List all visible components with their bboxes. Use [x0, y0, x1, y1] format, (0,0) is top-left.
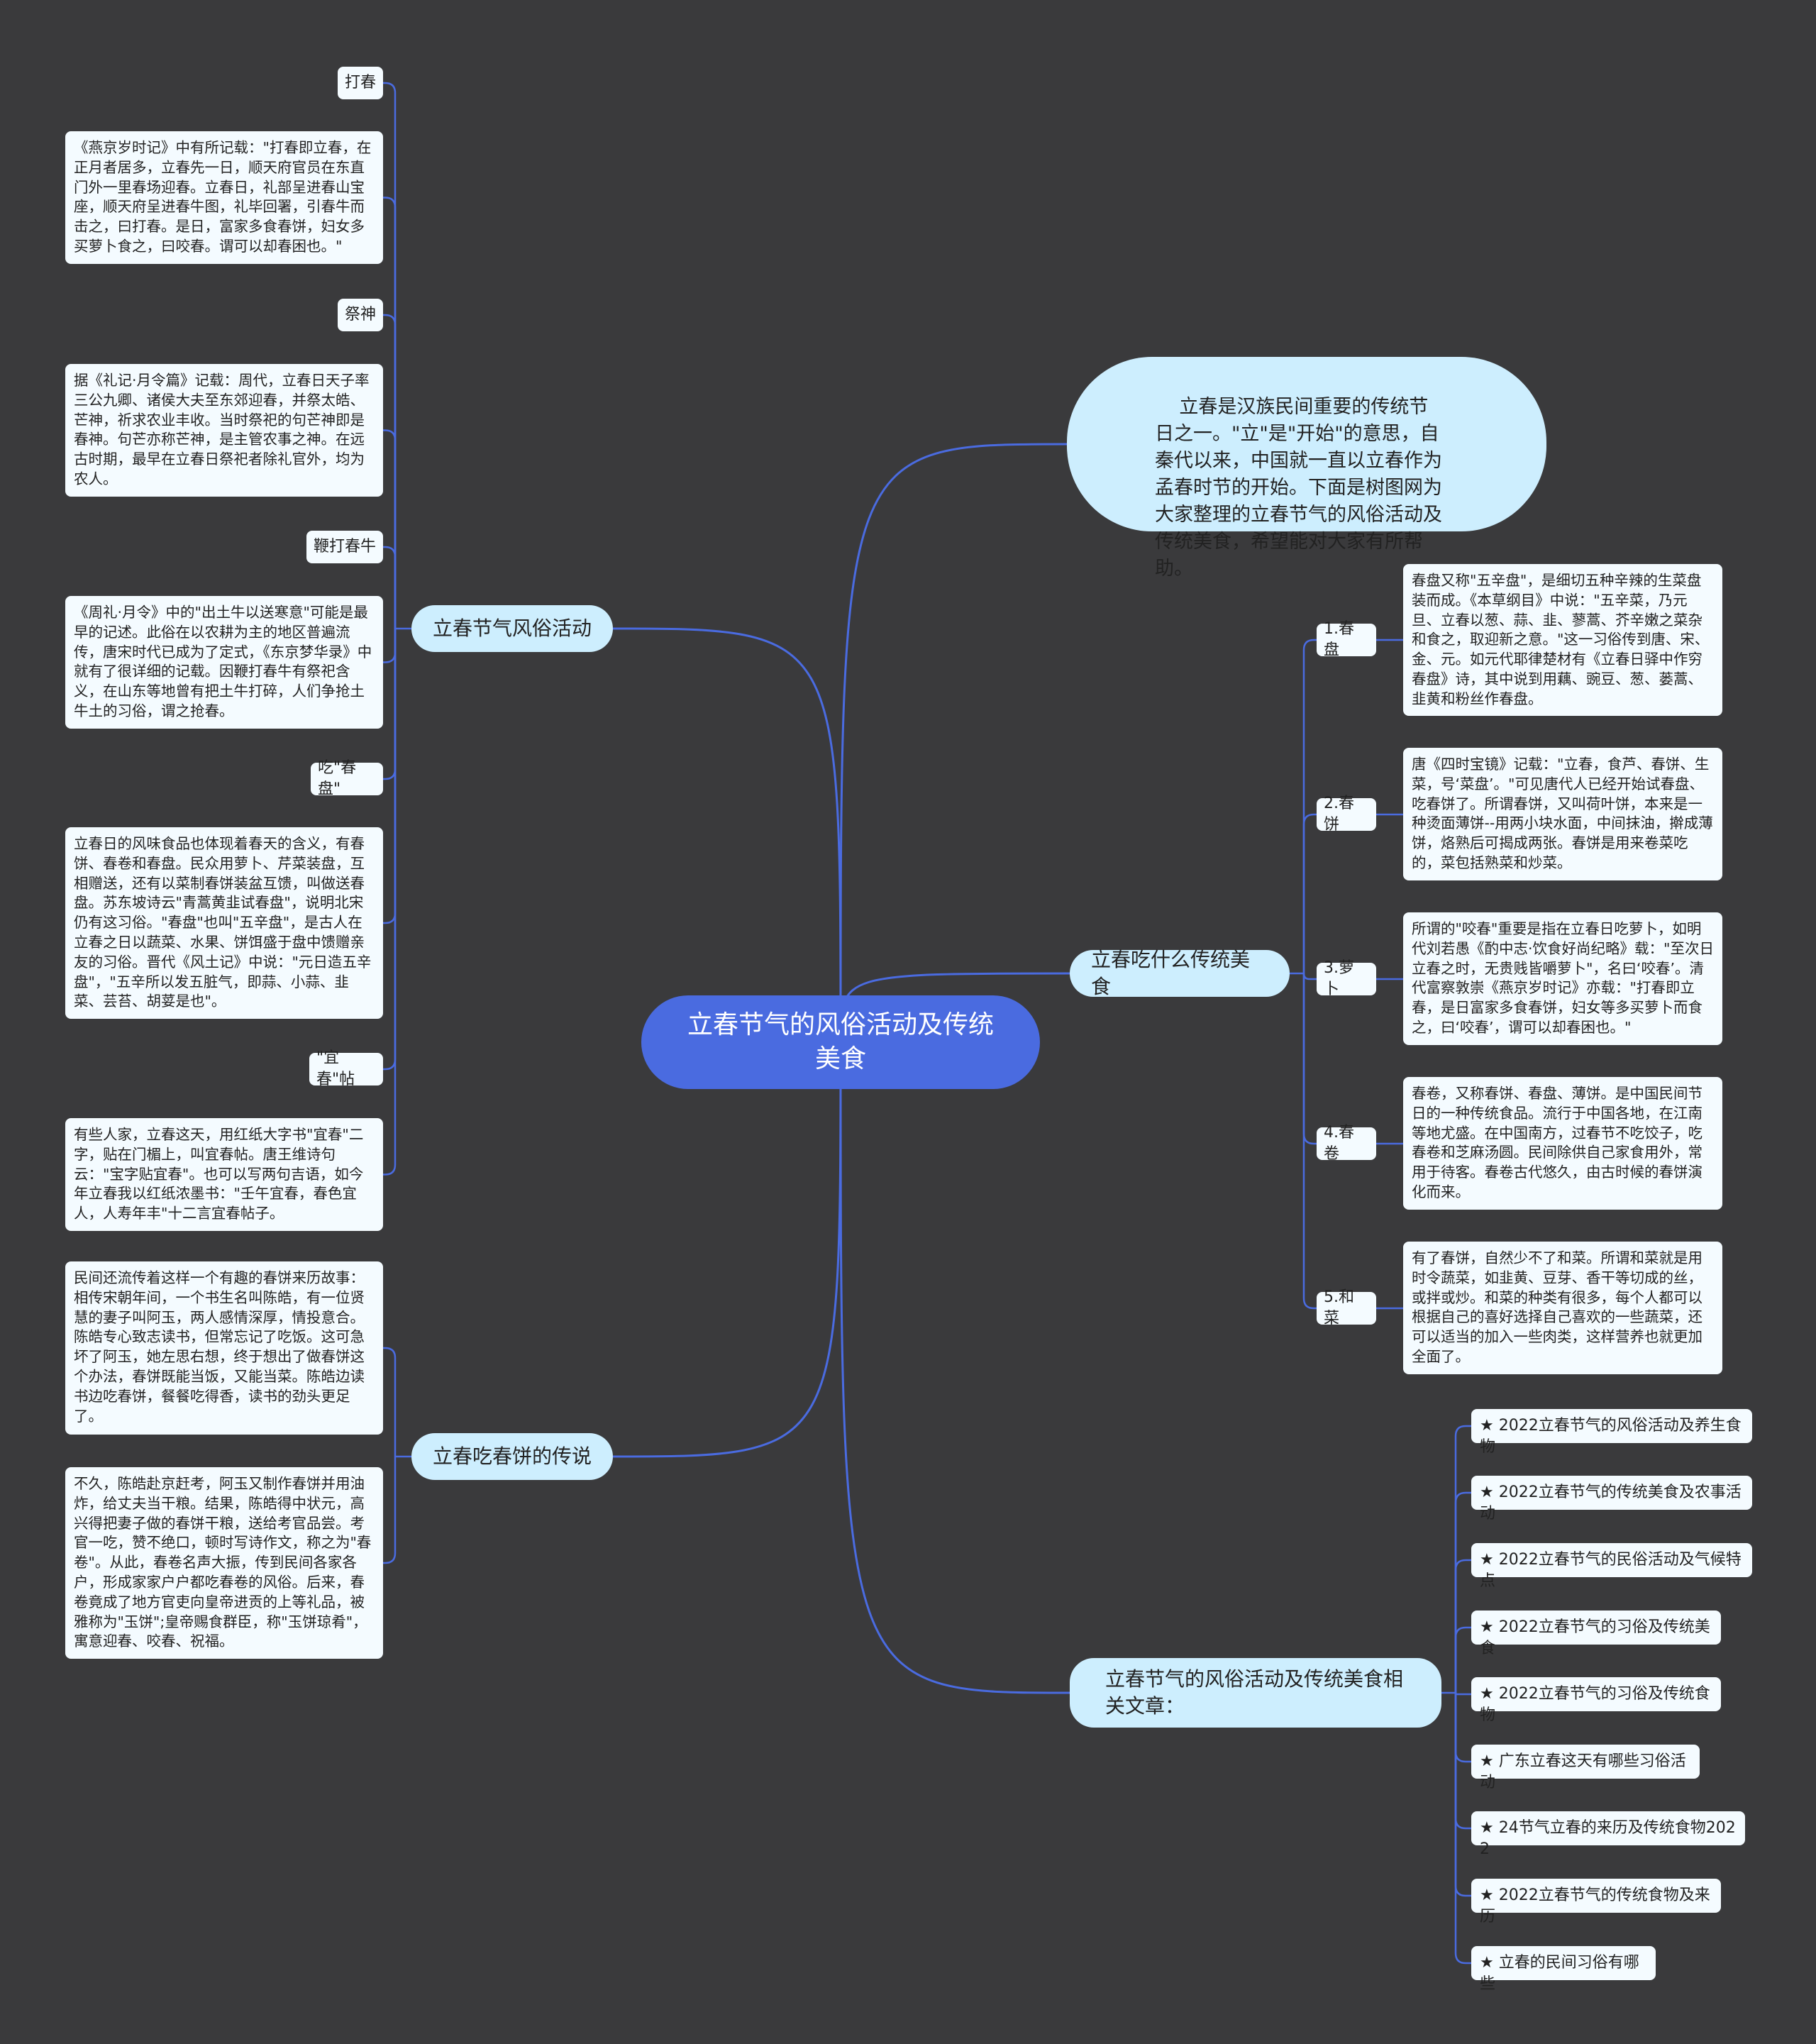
related-link[interactable]: ★ 广东立春这天有哪些习俗活动 [1471, 1745, 1700, 1791]
connector [1302, 973, 1317, 1310]
custom-label-chun-pan[interactable]: 吃"春盘" [311, 759, 383, 798]
food-text-chun-pan: 春盘又称"五辛盘"，是细切五种辛辣的生菜盘装而成。《本草纲目》中说："五辛菜，乃… [1403, 564, 1722, 716]
legend-paragraph-1: 民间还流传着这样一个有趣的春饼来历故事：相传宋朝年间，一个书生名叫陈皓，有一位贤… [65, 1261, 383, 1435]
connector [1454, 1693, 1471, 1763]
branch-legend[interactable]: 立春吃春饼的传说 [411, 1433, 613, 1480]
custom-label-da-chun[interactable]: 打春 [338, 67, 383, 99]
related-link[interactable]: ★ 2022立春节气的习俗及传统食物 [1471, 1677, 1721, 1724]
branch-customs-title: 立春节气风俗活动 [433, 617, 592, 640]
connector [1302, 639, 1317, 973]
connector [1454, 1626, 1471, 1693]
connector [612, 627, 842, 1043]
connector [383, 629, 397, 780]
custom-text-yi-chun-tie: 有些人家，立春这天，用红纸大字书"宜春"二字，贴在门楣上，叫宜春帖。唐王维诗句云… [65, 1118, 383, 1231]
intro-node[interactable]: 立春是汉族民间重要的传统节日之一。"立"是"开始"的意思，自秦代以来，中国就一直… [1067, 357, 1546, 580]
connector [1454, 1693, 1471, 1830]
related-link[interactable]: ★ 2022立春节气的民俗活动及气候特点 [1471, 1543, 1752, 1590]
related-link[interactable]: ★ 2022立春节气的传统美食及农事活动 [1471, 1476, 1752, 1523]
connector [383, 197, 397, 629]
connector [383, 314, 397, 629]
connector [383, 546, 397, 629]
custom-label-yi-chun-tie[interactable]: "宜春"帖 [309, 1049, 383, 1088]
food-label-luo-bo[interactable]: 3.萝卜 [1317, 959, 1376, 998]
legend-paragraph-2: 不久，陈皓赴京赶考，阿玉又制作春饼并用油炸，给丈夫当干粮。结果，陈皓得中状元，高… [65, 1467, 383, 1659]
food-label-he-cai[interactable]: 5.和菜 [1317, 1288, 1376, 1327]
connector [383, 1347, 397, 1457]
root-topic-text: 立春节气的风俗活动及传统美食 [687, 1010, 994, 1073]
connector [839, 443, 1068, 1043]
connector [612, 1042, 842, 1458]
connector [1454, 1693, 1471, 1965]
related-link[interactable]: ★ 24节气立春的来历及传统食物2022 [1471, 1811, 1745, 1858]
connector [839, 1042, 1070, 1694]
food-text-chun-juan: 春卷，又称春饼、春盘、薄饼。是中国民间节日的一种传统食品。流行于中国各地，在江南… [1403, 1077, 1722, 1210]
custom-label-ji-shen[interactable]: 祭神 [338, 299, 383, 331]
connector [1454, 1491, 1471, 1693]
branch-foods-title: 立春吃什么传统美食 [1091, 948, 1251, 998]
food-text-chun-bing: 唐《四时宝镜》记载："立春，食芦、春饼、生菜，号‘菜盘’。"可见唐代人已经开始试… [1403, 748, 1722, 880]
connector [383, 629, 397, 1176]
connector [383, 82, 397, 629]
branch-related-title: 立春节气的风俗活动及传统美食相关文章： [1105, 1667, 1404, 1718]
related-link[interactable]: ★ 立春的民间习俗有哪些 [1471, 1946, 1656, 1993]
connector [1454, 1559, 1471, 1693]
connector [1454, 1693, 1471, 1897]
connector [1454, 1692, 1471, 1696]
food-label-chun-juan[interactable]: 4.春卷 [1317, 1124, 1376, 1163]
related-link[interactable]: ★ 2022立春节气的习俗及传统美食 [1471, 1611, 1721, 1657]
food-text-he-cai: 有了春饼，自然少不了和菜。所谓和菜就是用时令蔬菜，如韭黄、豆芽、香干等切成的丝，… [1403, 1242, 1722, 1374]
custom-text-chun-pan: 立春日的风味食品也体现着春天的含义，有春饼、春卷和春盘。民众用萝卜、芹菜装盘，互… [65, 827, 383, 1019]
food-label-chun-pan[interactable]: 1.春盘 [1317, 620, 1376, 659]
root-topic[interactable]: 立春节气的风俗活动及传统美食 [641, 995, 1040, 1089]
food-text-luo-bo: 所谓的"咬春"重要是指在立春日吃萝卜，如明代刘若愚《酌中志·饮食好尚纪略》载："… [1403, 912, 1722, 1045]
connector [383, 629, 397, 1071]
connector [1302, 813, 1317, 973]
branch-foods[interactable]: 立春吃什么传统美食 [1070, 948, 1290, 998]
custom-label-bian-da-chun-niu[interactable]: 鞭打春牛 [306, 531, 383, 563]
food-label-chun-bing[interactable]: 2.春饼 [1317, 795, 1376, 834]
branch-legend-title: 立春吃春饼的传说 [433, 1444, 592, 1468]
related-link[interactable]: ★ 2022立春节气的风俗活动及养生食物 [1471, 1409, 1752, 1456]
connector [383, 1457, 397, 1564]
custom-text-da-chun: 《燕京岁时记》中有所记载："打春即立春，在正月者居多，立春先一日，顺天府官员在东… [65, 131, 383, 264]
connector [383, 629, 397, 663]
custom-text-ji-shen: 据《礼记·月令篇》记载：周代，立春日天子率三公九卿、诸侯大夫至东郊迎春，并祭太皓… [65, 364, 383, 497]
connector [383, 429, 397, 629]
connector [1302, 973, 1317, 1145]
connector [1454, 1425, 1471, 1693]
custom-text-bian-da-chun-niu: 《周礼·月令》中的"出土牛以送寒意"可能是最早的记述。此俗在以农耕为主的地区普遍… [65, 596, 383, 729]
related-link[interactable]: ★ 2022立春节气的传统食物及来历 [1471, 1879, 1721, 1926]
branch-customs[interactable]: 立春节气风俗活动 [411, 605, 613, 652]
connector [1302, 973, 1317, 980]
branch-related-articles[interactable]: 立春节气的风俗活动及传统美食相关文章： [1070, 1658, 1441, 1728]
intro-text: 立春是汉族民间重要的传统节日之一。"立"是"开始"的意思，自秦代以来，中国就一直… [1155, 396, 1442, 580]
